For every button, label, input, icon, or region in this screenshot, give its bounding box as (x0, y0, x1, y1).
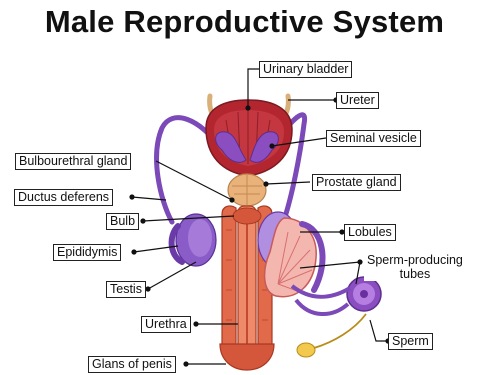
label-seminal-vesicle: Seminal vesicle (326, 130, 421, 147)
label-sperm: Sperm (388, 333, 433, 350)
sperm (297, 314, 366, 357)
label-ductus-deferens: Ductus deferens (14, 189, 113, 206)
label-lobules: Lobules (344, 224, 396, 241)
label-bulbourethral-gland: Bulbourethral gland (15, 153, 131, 170)
glans-of-penis (220, 344, 274, 370)
left-testis (172, 214, 216, 266)
penile-bulb (233, 208, 261, 224)
label-ureter: Ureter (336, 92, 379, 109)
right-testis (258, 212, 323, 297)
label-epididymis: Epididymis (53, 244, 121, 261)
label-glans-of-penis: Glans of penis (88, 356, 176, 373)
label-bulb: Bulb (106, 213, 139, 230)
label-urethra: Urethra (141, 316, 191, 333)
label-sperm-producing-tubes: Sperm-producing tubes (364, 253, 466, 281)
label-testis: Testis (106, 281, 146, 298)
label-urinary-bladder: Urinary bladder (259, 61, 352, 78)
label-prostate-gland: Prostate gland (312, 174, 401, 191)
